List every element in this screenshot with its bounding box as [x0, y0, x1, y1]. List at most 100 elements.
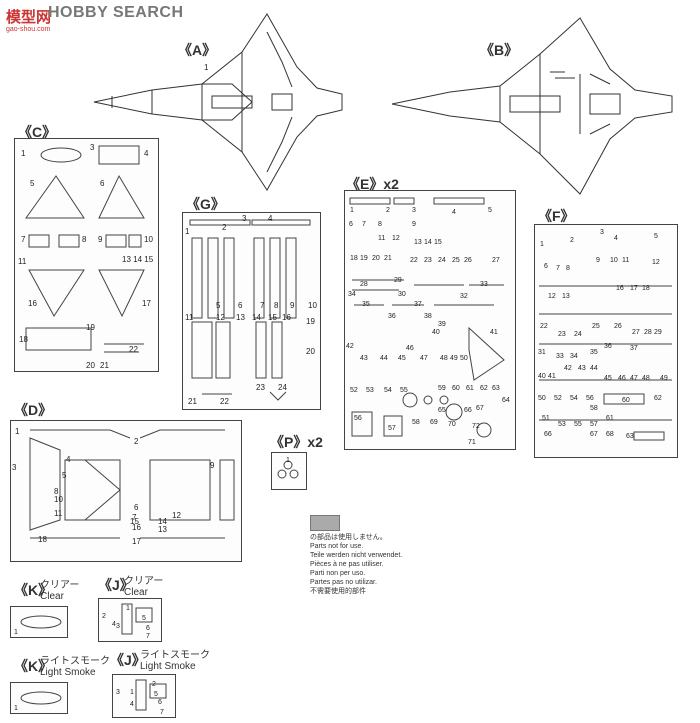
svg-text:4: 4: [268, 214, 273, 223]
svg-text:29: 29: [394, 277, 402, 284]
svg-text:41: 41: [548, 373, 556, 380]
svg-text:67: 67: [476, 405, 484, 412]
svg-text:57: 57: [388, 425, 396, 432]
svg-text:63: 63: [626, 433, 634, 440]
svg-text:1: 1: [204, 63, 209, 72]
k-smoke-jp: ライトスモーク: [40, 656, 110, 667]
not-for-use-note: の部品は使用しません。 Parts not for use. Teile wer…: [310, 533, 420, 596]
svg-text:12: 12: [172, 511, 181, 520]
svg-text:56: 56: [586, 395, 594, 402]
sprue-p-drawing: 1: [277, 457, 299, 479]
note-jp: の部品は使用しません。: [310, 534, 387, 541]
svg-text:18: 18: [19, 335, 28, 344]
svg-text:35: 35: [590, 349, 598, 356]
svg-text:13: 13: [414, 239, 422, 246]
svg-text:9: 9: [98, 235, 103, 244]
svg-text:62: 62: [654, 395, 662, 402]
svg-text:4: 4: [144, 149, 149, 158]
svg-text:14: 14: [424, 239, 432, 246]
svg-text:13: 13: [236, 313, 245, 322]
svg-text:1: 1: [14, 629, 18, 636]
svg-text:54: 54: [570, 395, 578, 402]
svg-text:61: 61: [606, 415, 614, 422]
svg-text:12: 12: [216, 313, 225, 322]
not-for-use-swatch: [310, 515, 340, 531]
watermark: 模型网 HOBBY SEARCH gao-shou.com: [0, 0, 700, 34]
svg-text:43: 43: [578, 365, 586, 372]
svg-text:9: 9: [210, 461, 215, 470]
svg-text:4: 4: [452, 209, 456, 216]
svg-text:57: 57: [590, 421, 598, 428]
svg-text:44: 44: [380, 355, 388, 362]
k-smoke-en: Light Smoke: [40, 667, 96, 678]
svg-text:13: 13: [158, 525, 167, 534]
svg-text:6: 6: [100, 179, 105, 188]
svg-text:53: 53: [558, 421, 566, 428]
svg-text:5: 5: [488, 207, 492, 214]
svg-text:6: 6: [544, 263, 548, 270]
svg-text:42: 42: [346, 343, 354, 350]
svg-text:17: 17: [142, 299, 151, 308]
svg-text:3: 3: [116, 623, 120, 630]
k-clear-jp: クリアー: [40, 580, 80, 591]
svg-text:22: 22: [540, 323, 548, 330]
svg-text:1: 1: [15, 427, 20, 436]
svg-text:46: 46: [618, 375, 626, 382]
svg-text:12: 12: [652, 259, 660, 266]
svg-text:5: 5: [62, 471, 67, 480]
svg-text:39: 39: [438, 321, 446, 328]
j-smoke-caption: ライトスモーク Light Smoke: [140, 650, 210, 672]
svg-text:2: 2: [152, 681, 156, 688]
svg-text:55: 55: [400, 387, 408, 394]
svg-text:19: 19: [360, 255, 368, 262]
svg-text:12: 12: [548, 293, 556, 300]
svg-text:48: 48: [440, 355, 448, 362]
svg-text:70: 70: [448, 421, 456, 428]
sprue-label-e: 《E》x2: [346, 176, 399, 192]
sprue-label-j-smoke: 《J》: [110, 652, 146, 668]
svg-text:16: 16: [616, 285, 624, 292]
svg-text:8: 8: [82, 235, 87, 244]
svg-text:5: 5: [154, 691, 158, 698]
svg-text:4: 4: [66, 455, 71, 464]
svg-text:45: 45: [604, 375, 612, 382]
svg-text:5: 5: [654, 233, 658, 240]
svg-text:19: 19: [86, 323, 95, 332]
svg-text:54: 54: [384, 387, 392, 394]
svg-text:43: 43: [360, 355, 368, 362]
k-smoke-caption: ライトスモーク Light Smoke: [40, 656, 110, 678]
svg-text:1: 1: [126, 605, 130, 612]
svg-text:52: 52: [350, 387, 358, 394]
svg-text:28: 28: [360, 281, 368, 288]
svg-text:1: 1: [185, 227, 190, 236]
svg-text:9: 9: [412, 221, 416, 228]
sprue-label-d: 《D》: [14, 402, 53, 418]
sprue-f-frame: [534, 224, 678, 458]
svg-text:40: 40: [538, 373, 546, 380]
svg-text:68: 68: [606, 431, 614, 438]
svg-text:10: 10: [144, 235, 153, 244]
svg-text:1: 1: [14, 705, 18, 712]
svg-text:8: 8: [378, 221, 382, 228]
svg-text:49: 49: [450, 355, 458, 362]
sprue-label-b: 《B》: [480, 42, 519, 58]
svg-text:20: 20: [372, 255, 380, 262]
watermark-brand: HOBBY SEARCH: [48, 4, 184, 21]
sprue-label-g: 《G》: [186, 196, 225, 212]
svg-text:55: 55: [574, 421, 582, 428]
svg-text:34: 34: [570, 353, 578, 360]
svg-text:6: 6: [146, 625, 150, 632]
sprue-label-p: 《P》x2: [270, 434, 323, 450]
svg-text:28: 28: [644, 329, 652, 336]
svg-text:9: 9: [596, 257, 600, 264]
sprue-label-f: 《F》: [538, 208, 575, 224]
svg-text:62: 62: [480, 385, 488, 392]
svg-text:16: 16: [132, 523, 141, 532]
svg-text:37: 37: [414, 301, 422, 308]
sprue-j-smoke-frame: [112, 674, 176, 718]
svg-text:3: 3: [242, 214, 247, 223]
svg-text:13: 13: [562, 293, 570, 300]
